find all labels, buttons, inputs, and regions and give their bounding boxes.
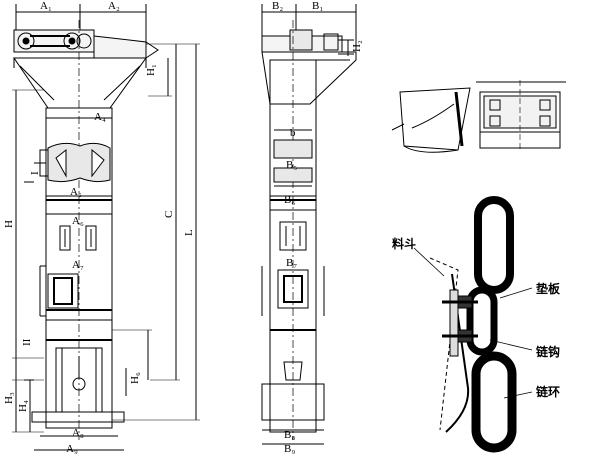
dim-h6: H₆ [129, 372, 141, 384]
dim-a2: A₂ [108, 0, 120, 12]
dim-l: L [183, 229, 195, 236]
dim-a9: A₉ [66, 443, 78, 455]
dim-b8: B₈ [284, 429, 295, 441]
dim-a5: A₅ [70, 186, 82, 198]
dim-b9: B₉ [284, 443, 295, 455]
dim-a6: A₆ [72, 215, 84, 227]
side-view-labels: B₂ B₁ H₂ b B₅ B₆ B₇ B₈ B₉ [272, 0, 363, 455]
dim-h3: H₃ [3, 392, 15, 404]
dim-a8: A₈ [72, 427, 84, 439]
section-i: I [29, 171, 41, 175]
dim-c: C [163, 211, 175, 218]
section-ii: II [21, 338, 33, 346]
dim-h: H [3, 220, 15, 228]
dim-a7: A₇ [72, 259, 84, 271]
chain-detail [413, 196, 533, 453]
dim-b2: B₂ [272, 0, 283, 12]
chain-detail-labels: 料斗 垫板 链钩 链环 [392, 236, 561, 399]
front-view [12, 4, 200, 451]
dim-h4: H₄ [17, 400, 29, 412]
label-ring: 链环 [536, 384, 560, 399]
dim-b5: B₅ [286, 159, 297, 171]
bucket-detail [391, 80, 566, 153]
side-view [261, 4, 357, 445]
label-pad: 垫板 [536, 281, 561, 296]
dim-b6: B₆ [284, 194, 295, 206]
dim-a4: A₄ [94, 111, 106, 123]
dim-b1: B₁ [312, 0, 323, 12]
label-bucket: 料斗 [392, 236, 416, 251]
front-view-labels: A₁ A₂ H₁ A₄ A₅ A₆ A₇ A₈ A₉ H C L II H₃ H… [3, 0, 195, 455]
dim-b: b [290, 127, 296, 139]
dim-b7: B₇ [286, 257, 297, 269]
dim-a1: A₁ [40, 0, 52, 12]
dim-h1: H₁ [145, 64, 157, 76]
dim-h2: H₂ [351, 40, 363, 52]
label-hook: 链钩 [536, 344, 560, 359]
